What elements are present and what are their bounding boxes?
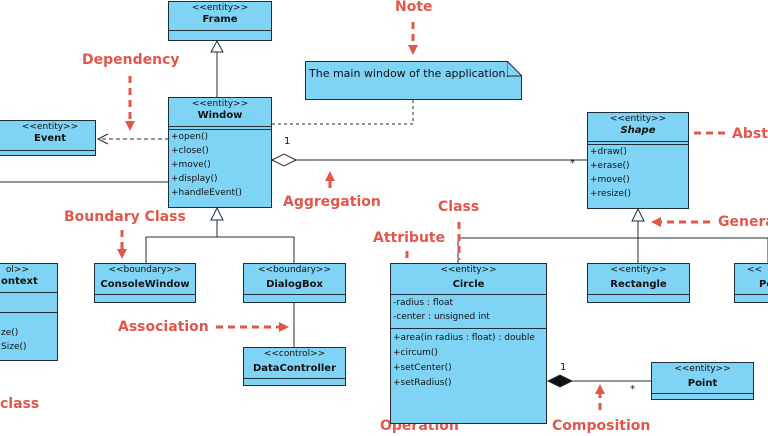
- multiplicity-one: 1: [284, 136, 291, 147]
- operation: +display(): [171, 174, 218, 184]
- stereotype: <<entity>>: [191, 3, 249, 13]
- generalization-shape-subclasses: [457, 237, 768, 263]
- stereotype: <<: [747, 265, 763, 275]
- dependency-arrowhead: [96, 133, 109, 145]
- stereotype: <<control>>: [263, 349, 326, 359]
- class-context[interactable]: ol>> ontext ze() Size(): [0, 263, 58, 361]
- annotation-association: Association: [118, 319, 209, 335]
- stereotype: <<entity>>: [21, 122, 79, 132]
- class-dialog-box[interactable]: <<boundary>> DialogBox: [243, 263, 346, 303]
- annotation-dependency: Dependency: [82, 52, 180, 68]
- note-anchor: [272, 100, 414, 125]
- stereotype: <<entity>>: [674, 364, 731, 374]
- note-text: The main window of the application.: [309, 67, 509, 80]
- multiplicity-many: *: [630, 384, 635, 395]
- composition-diamond: [546, 374, 574, 388]
- class-data-controller[interactable]: <<control>> DataController: [243, 347, 346, 386]
- class-name: Window: [197, 110, 243, 121]
- class-event[interactable]: <<entity>> Event: [0, 120, 96, 156]
- stereotype: <<entity>>: [191, 99, 249, 109]
- annotation-abstract: Abstr: [732, 126, 768, 142]
- class-name: ontext: [1, 276, 38, 287]
- class-name: DataController: [252, 363, 337, 374]
- class-console-window[interactable]: <<boundary>> ConsoleWindow: [94, 263, 196, 303]
- generalization-arrowhead: [631, 207, 645, 222]
- class-name: Circle: [452, 279, 485, 290]
- class-frame[interactable]: <<entity>> Frame: [168, 1, 272, 41]
- operation: +open(): [171, 132, 209, 142]
- multiplicity-many: *: [570, 158, 575, 169]
- annotation-class-left: class: [0, 396, 40, 412]
- generalization-arrowhead: [210, 39, 224, 53]
- attribute: -radius : float: [393, 298, 454, 308]
- annotation-note: Note: [395, 0, 433, 15]
- operation: +circum(): [393, 348, 438, 358]
- class-name: DialogBox: [266, 279, 323, 290]
- annotation-class: Class: [438, 199, 480, 215]
- annotation-boundary-class: Boundary Class: [64, 209, 186, 225]
- class-name: Shape: [620, 125, 656, 136]
- class-name: Po: [759, 279, 768, 290]
- stereotype: <<entity>>: [440, 265, 497, 275]
- annotation-composition: Composition: [552, 418, 651, 434]
- operation: +setCenter(): [393, 363, 452, 373]
- annotation-attribute: Attribute: [373, 230, 446, 246]
- operation: +close(): [171, 146, 209, 156]
- annotation-generalization: Genera: [718, 214, 768, 230]
- multiplicity-one: 1: [560, 362, 567, 373]
- operation: +handleEvent(): [171, 188, 243, 198]
- operation: +area(in radius : float) : double: [393, 333, 535, 343]
- class-name: Frame: [202, 14, 238, 25]
- class-shape[interactable]: <<entity>> Shape +draw() +erase() +move(…: [587, 112, 689, 209]
- stereotype: <<boundary>>: [108, 265, 182, 275]
- stereotype: <<entity>>: [609, 114, 667, 124]
- note-fold-corner: [507, 61, 523, 77]
- aggregation-diamond: [270, 153, 298, 167]
- operation: +draw(): [590, 147, 627, 157]
- stereotype: <<entity>>: [610, 265, 667, 275]
- class-window[interactable]: <<entity>> Window +open() +close() +move…: [168, 97, 272, 208]
- attribute: -center : unsigned int: [393, 312, 490, 322]
- class-name: Event: [33, 133, 67, 144]
- note-box[interactable]: The main window of the application.: [305, 61, 522, 100]
- class-circle[interactable]: <<entity>> Circle -radius : float -cente…: [390, 263, 547, 424]
- stereotype: <<boundary>>: [257, 265, 332, 275]
- operation: ze(): [1, 328, 19, 338]
- operation: +resize(): [590, 189, 632, 199]
- stereotype: ol>>: [5, 265, 29, 275]
- class-rectangle[interactable]: <<entity>> Rectangle: [587, 263, 690, 303]
- class-name: Point: [687, 378, 718, 389]
- operation: +move(): [590, 175, 630, 185]
- annotation-aggregation: Aggregation: [283, 194, 381, 210]
- class-polygon[interactable]: << Po: [734, 263, 768, 303]
- class-point[interactable]: <<entity>> Point: [651, 362, 754, 400]
- class-name: Rectangle: [610, 279, 667, 290]
- class-name: ConsoleWindow: [100, 279, 190, 290]
- operation: +setRadius(): [393, 378, 452, 388]
- generalization-console-window: [145, 236, 295, 263]
- operation: +erase(): [590, 161, 630, 171]
- generalization-arrowhead: [210, 206, 224, 221]
- operation: Size(): [1, 342, 27, 352]
- operation: +move(): [171, 160, 211, 170]
